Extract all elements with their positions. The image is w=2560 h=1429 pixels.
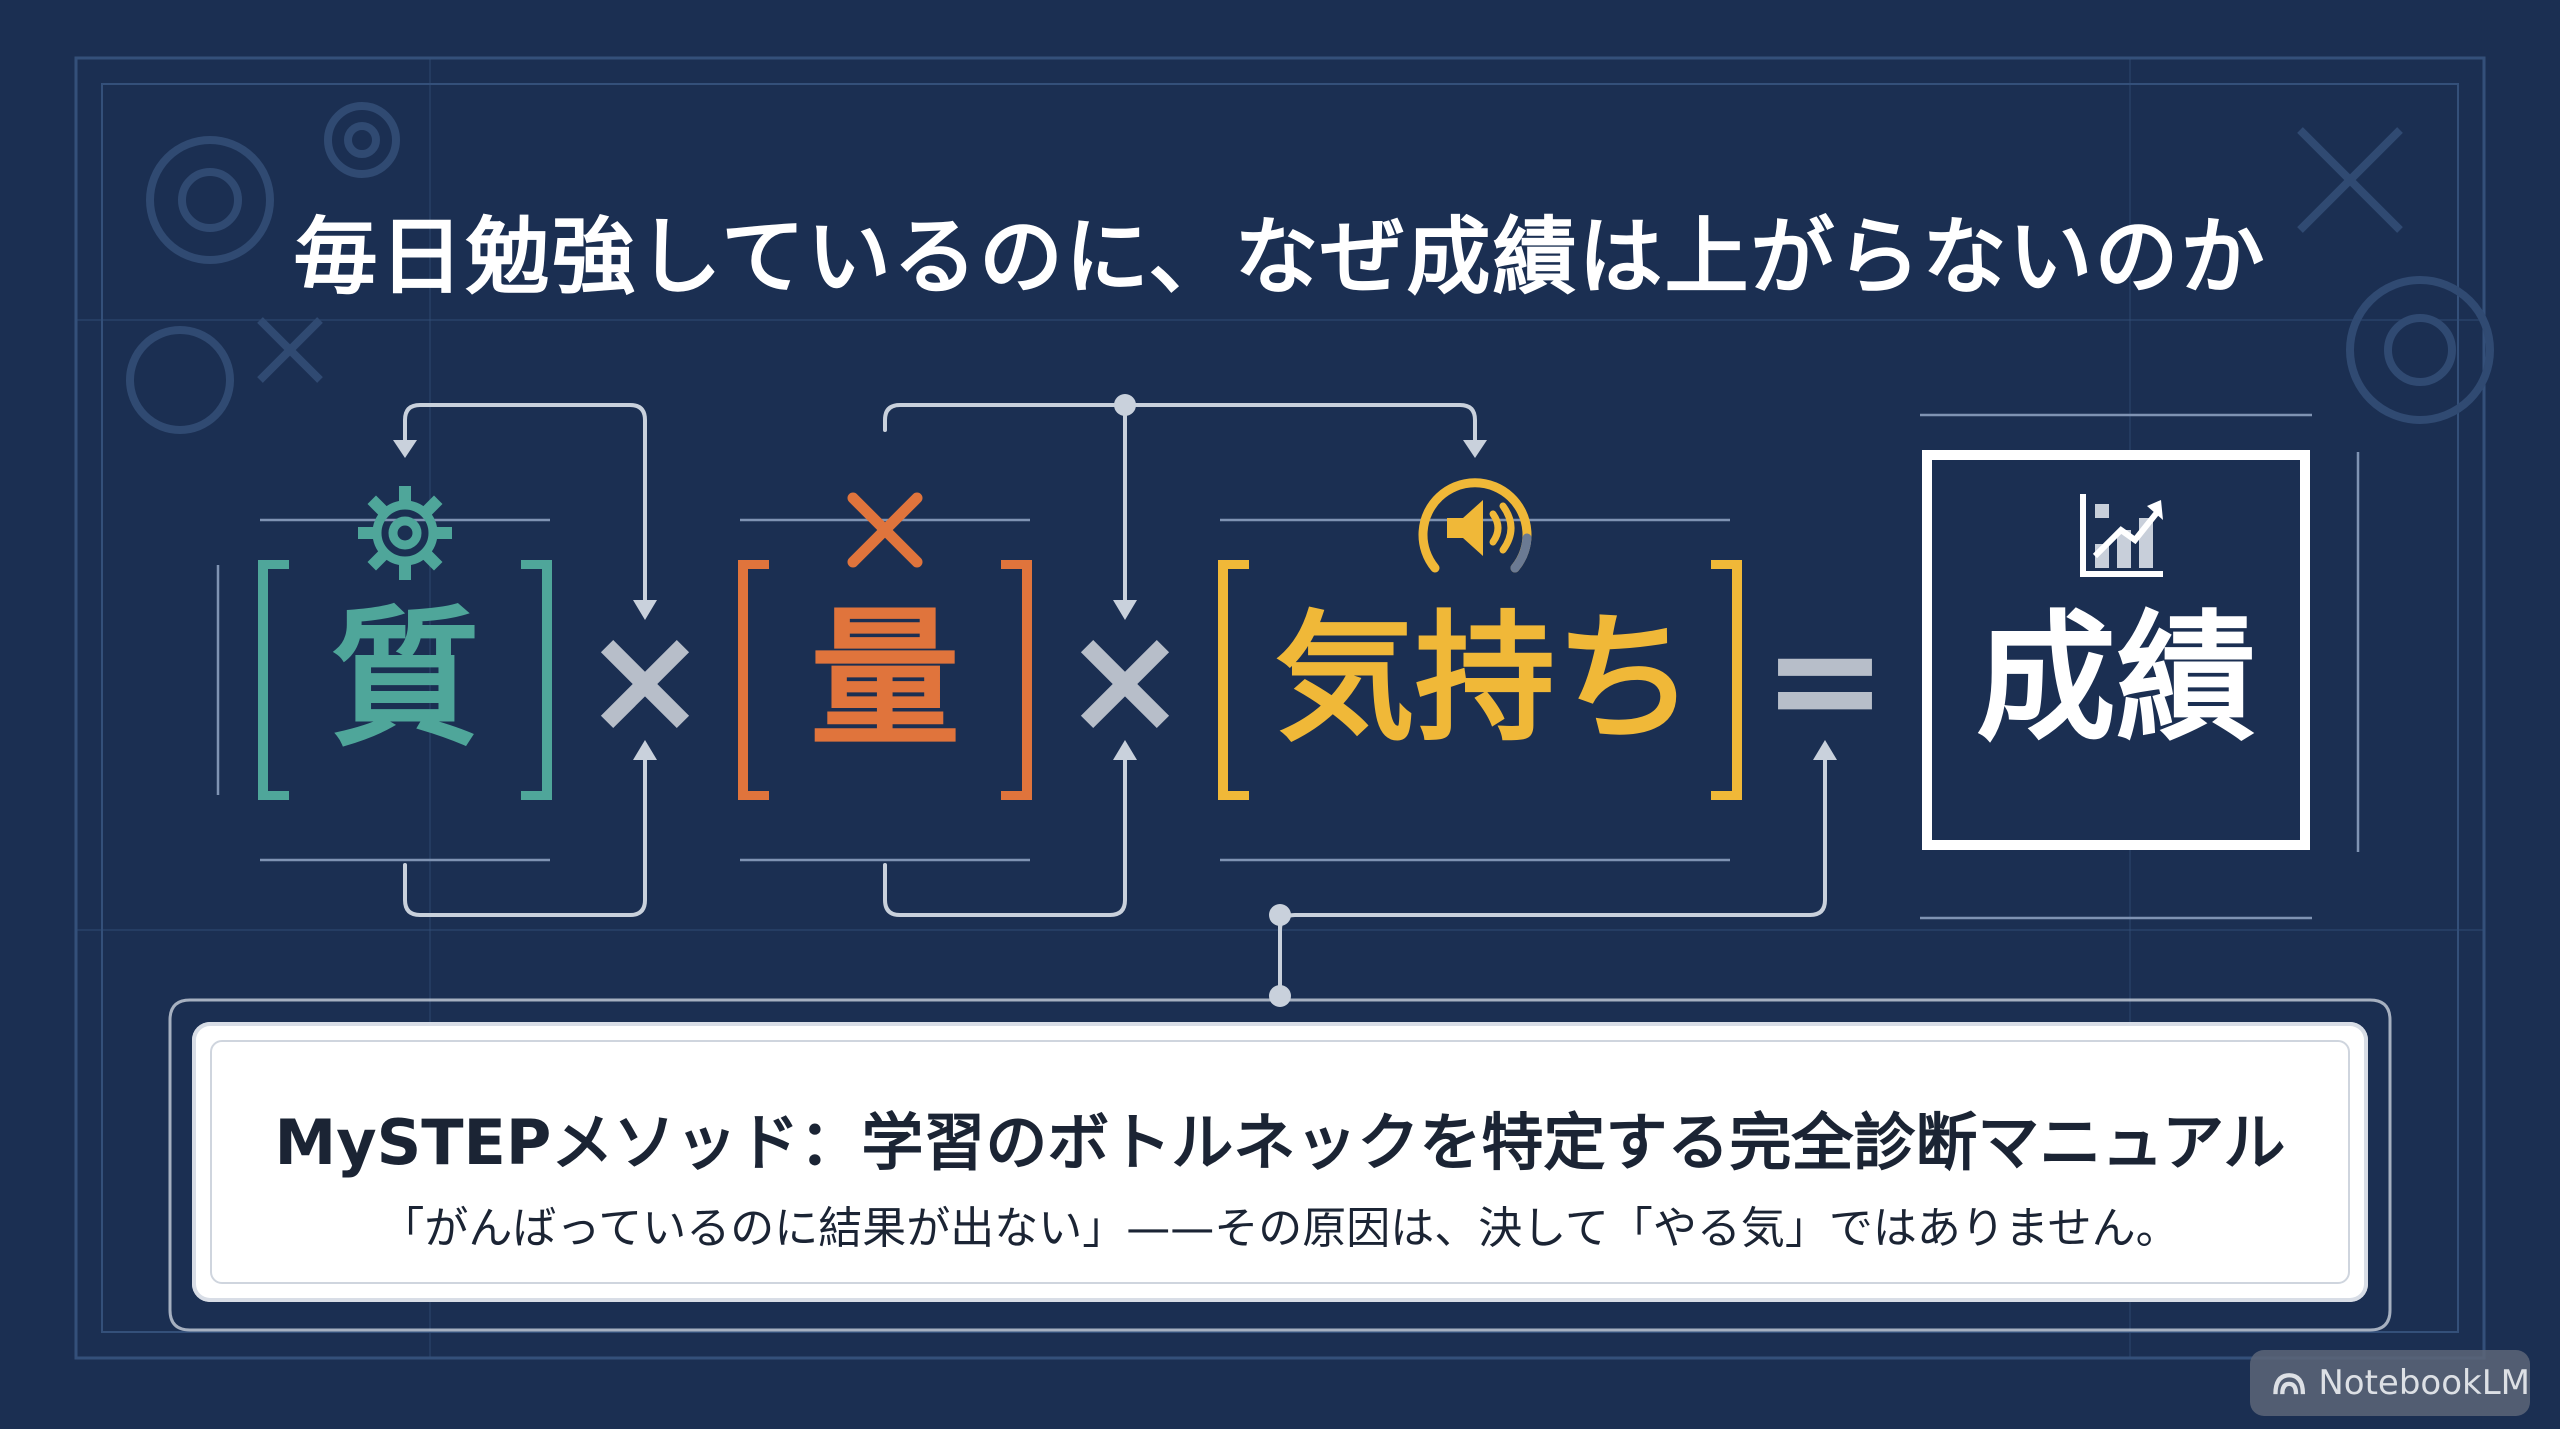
operator-multiply-2: × (1062, 593, 1188, 767)
arrowhead (393, 440, 417, 458)
bracket-right (1711, 560, 1742, 800)
junction-dot (1269, 985, 1291, 1007)
faint-cross-icon (257, 127, 2403, 383)
bracket-left (738, 560, 769, 800)
arrowhead (1813, 740, 1837, 760)
faint-gear-icon (126, 102, 400, 434)
junction-dot (1269, 904, 1291, 926)
growth-chart-icon (2080, 494, 2163, 577)
bracket-left (1218, 560, 1249, 800)
gear-icon (358, 486, 452, 580)
panel-subtitle: 「がんばっているのに結果が出ない」——その原因は、決して「やる気」ではありません… (380, 1203, 2180, 1254)
faint-gear-right-icon (2346, 276, 2494, 424)
notebooklm-logo-icon (2273, 1373, 2306, 1395)
term-quantity: 量 (809, 593, 960, 767)
page-title: 毎日勉強しているのに、なぜ成績は上がらないのか (293, 208, 2267, 306)
bracket-right (1001, 560, 1032, 800)
arrowhead (633, 740, 657, 760)
arrowhead (1463, 440, 1487, 458)
operator-multiply-1: × (582, 593, 708, 767)
arrowhead (1113, 600, 1137, 620)
operator-equals: = (1762, 593, 1888, 767)
result-box: 成績 (1922, 450, 2310, 850)
info-panel: MySTEPメソッド：学習のボトルネックを特定する完全診断マニュアル 「がんばっ… (192, 1022, 2368, 1302)
result-label: 成績 (1975, 598, 2256, 761)
inner-frame (101, 83, 2459, 1333)
arrowhead (633, 600, 657, 620)
junction-dot (1114, 394, 1136, 416)
watermark-text: NotebookLM (2318, 1363, 2530, 1403)
multiply-icon (847, 492, 923, 568)
top-loop-2 (883, 403, 1477, 447)
top-loop-1 (403, 403, 647, 612)
bottom-loop-2 (883, 748, 1127, 917)
speaker-icon (1418, 478, 1532, 573)
panel-inner-border (210, 1040, 2350, 1284)
term-feeling: 気持ち (1274, 598, 1695, 761)
bottom-loop-1 (403, 748, 647, 917)
panel-outline (168, 998, 2392, 1332)
arrowhead (1113, 740, 1137, 760)
outer-frame (74, 56, 2486, 1360)
bracket-right (521, 560, 552, 800)
notebooklm-badge: NotebookLM (2250, 1350, 2530, 1416)
term-quality: 質 (329, 593, 480, 767)
bracket-left (258, 560, 289, 800)
panel-title: MySTEPメソッド：学習のボトルネックを特定する完全診断マニュアル (274, 1106, 2286, 1179)
